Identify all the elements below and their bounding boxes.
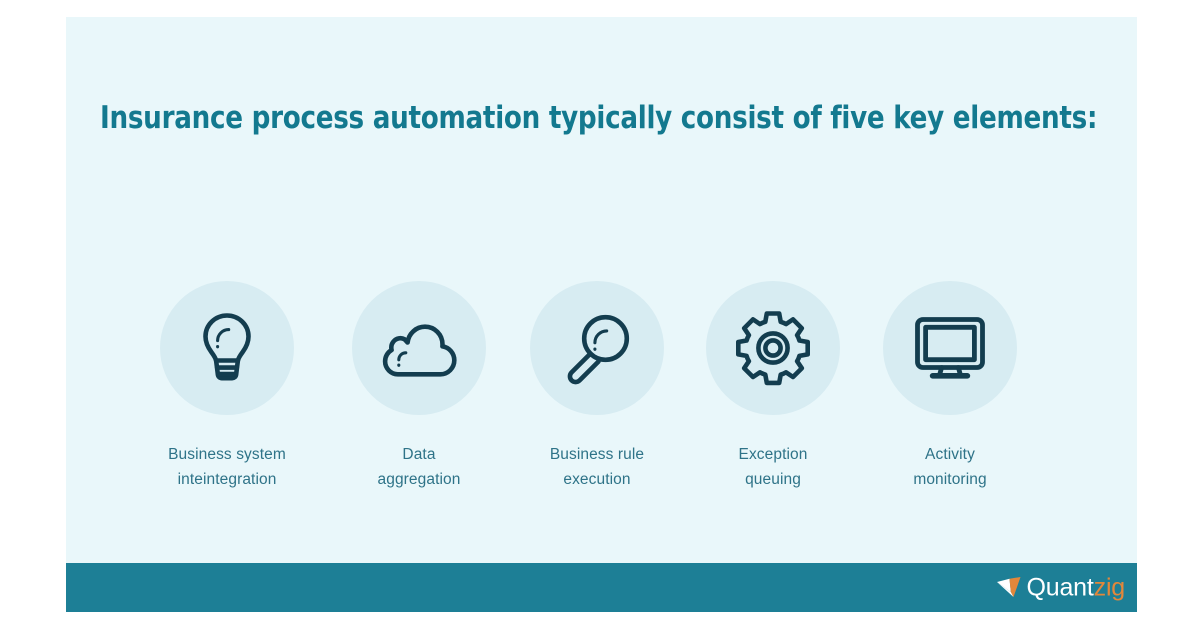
icon-circle-4: [706, 281, 840, 415]
logo-text-zig: zig: [1093, 573, 1126, 601]
monitor-icon: [915, 317, 985, 379]
footer-bar: Quantzig: [66, 563, 1137, 612]
icon-circle-5: [883, 281, 1017, 415]
icon-circle-3: [530, 281, 664, 415]
icon-circle-1: [160, 281, 294, 415]
lightbulb-icon: [203, 313, 251, 381]
element-label-2: Data aggregation: [377, 446, 461, 488]
element-label-5: Activity monitoring: [913, 446, 987, 488]
key-elements-row: Business system inteintegration Data agg…: [66, 281, 1137, 511]
magnifier-icon: [567, 314, 630, 385]
element-data-aggregation: Data aggregation: [329, 281, 509, 492]
element-exception-queuing: Exception queuing: [683, 281, 863, 492]
gear-icon: [736, 311, 810, 386]
element-activity-monitoring: Activity monitoring: [860, 281, 1040, 492]
logo-text-quant: Quant: [1026, 573, 1094, 601]
element-business-rule-execution: Business rule execution: [507, 281, 687, 492]
icon-circle-2: [352, 281, 486, 415]
element-label-3: Business rule execution: [549, 446, 645, 488]
quantzig-logo[interactable]: Quantzig: [996, 575, 1125, 600]
element-label-1: Business system inteintegration: [168, 446, 286, 488]
cloud-icon: [382, 324, 457, 377]
logo-wordmark: Quantzig: [1026, 573, 1126, 601]
page-title: Insurance process automation typically c…: [100, 100, 1098, 136]
quantzig-arrow-icon: [996, 577, 1021, 597]
element-business-system-integration: Business system inteintegration: [137, 281, 317, 492]
element-label-4: Exception queuing: [738, 446, 808, 488]
